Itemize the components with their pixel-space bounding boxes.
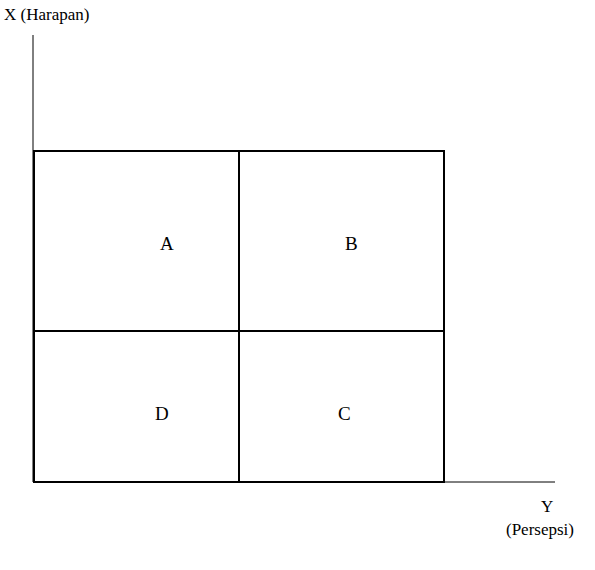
quadrant-letter: C (338, 404, 351, 425)
quadrant-box: A (33, 150, 240, 332)
axis-label: Y (541, 498, 553, 517)
quadrant-letter: A (160, 234, 174, 255)
quadrant-box: B (238, 150, 445, 332)
quadrant-letter: B (345, 234, 358, 255)
axis-label: (Persepsi) (506, 521, 574, 540)
axis-label: X (Harapan) (4, 6, 89, 25)
quadrant-box: C (238, 330, 445, 483)
quadrant-letter: D (155, 404, 169, 425)
quadrant-box: D (33, 330, 240, 483)
